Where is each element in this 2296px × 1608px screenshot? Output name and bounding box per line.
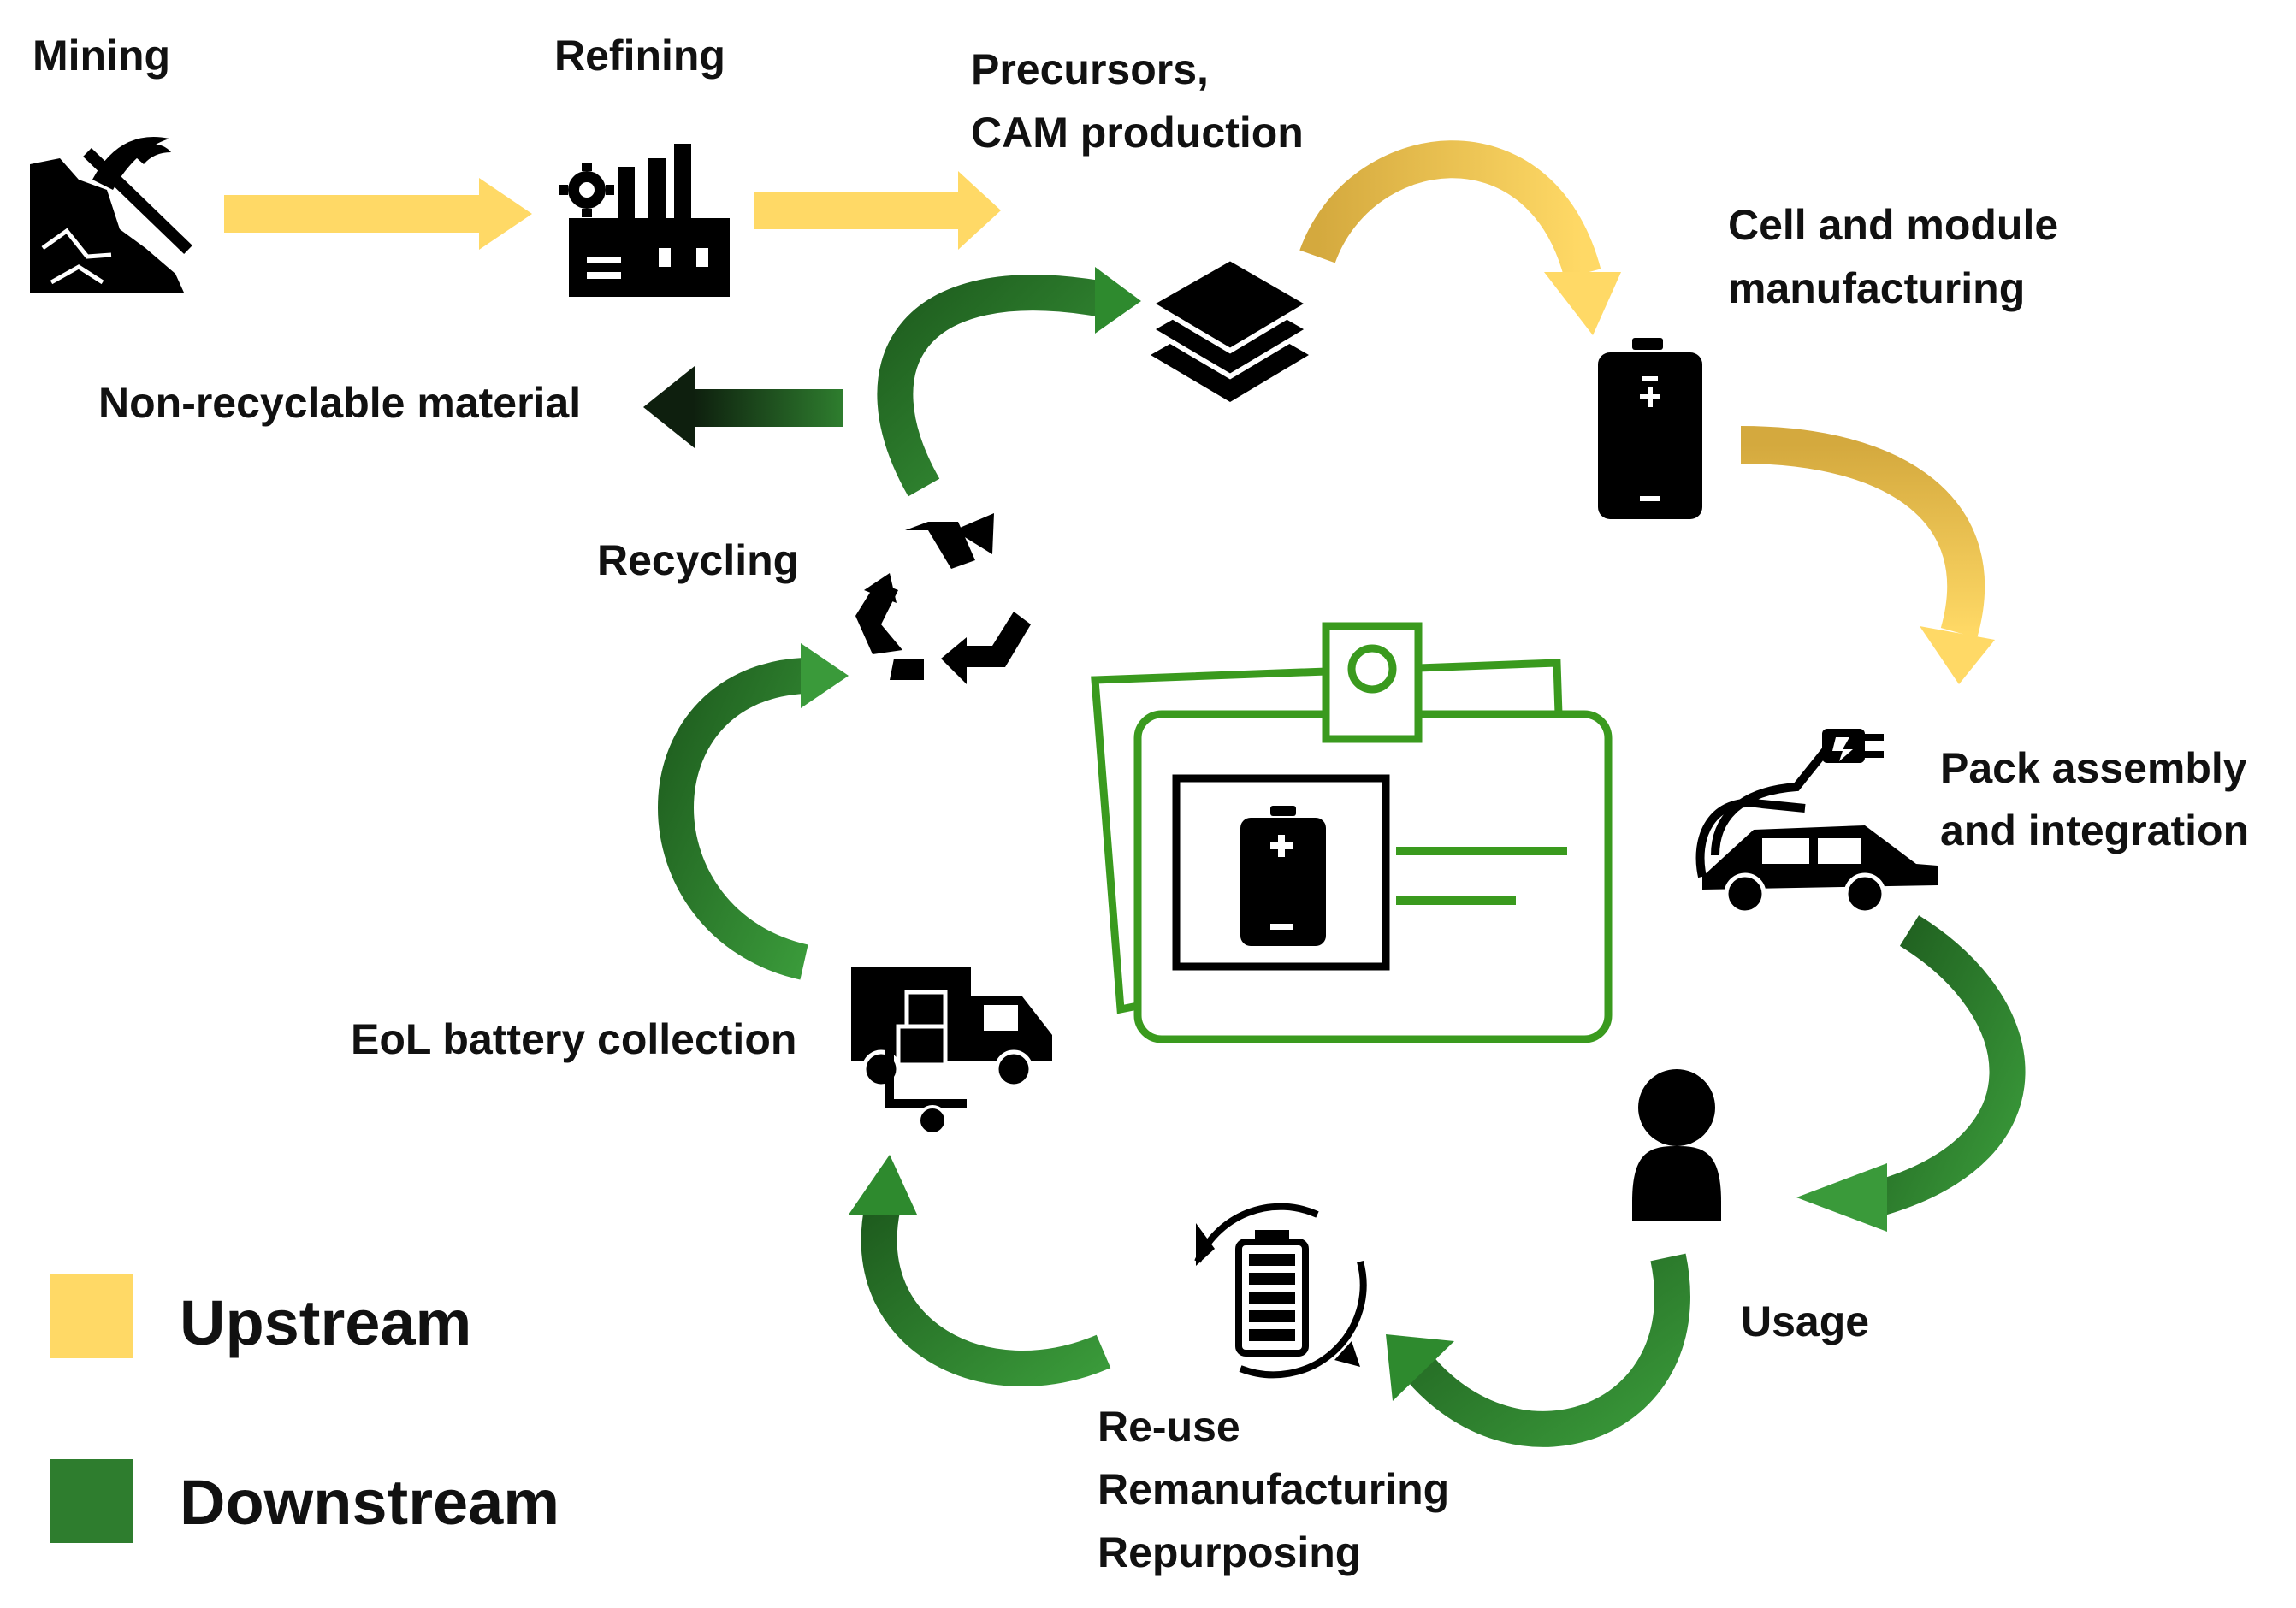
arrow-usage-to-reuse <box>1386 1253 1690 1447</box>
arrow-mining-to-refining <box>224 178 532 250</box>
battery-refresh-icon <box>1194 1203 1367 1379</box>
recycle-icon <box>855 513 1031 684</box>
arrow-pack-to-usage <box>1796 915 2026 1232</box>
label-cell-module: Cell and module manufacturing <box>1728 201 2058 312</box>
arrow-eol-to-recycling <box>658 643 849 980</box>
person-icon <box>1632 1069 1721 1221</box>
legend-downstream-label: Downstream <box>180 1467 559 1538</box>
label-precursors-line1: Precursors, <box>971 45 1209 93</box>
label-reuse: Re-use Remanufacturing Repurposing <box>1098 1403 1449 1576</box>
arrow-cell-to-pack <box>1740 426 1995 684</box>
label-mining: Mining <box>33 32 170 80</box>
label-pack-line2: and integration <box>1940 807 2249 854</box>
label-usage: Usage <box>1741 1298 1869 1345</box>
arrow-refining-to-precursors <box>754 171 1001 250</box>
delivery-truck-icon <box>851 967 1052 1136</box>
label-refining: Refining <box>554 32 725 80</box>
label-precursors-line2: CAM production <box>971 109 1304 157</box>
label-pack-line1: Pack assembly <box>1940 744 2247 792</box>
label-non-recyclable: Non-recyclable material <box>98 379 581 427</box>
label-eol: EoL battery collection <box>351 1015 796 1063</box>
electric-car-plug-icon <box>1695 729 1938 915</box>
label-reuse-line1: Re-use <box>1098 1403 1240 1451</box>
label-reuse-line3: Repurposing <box>1098 1528 1361 1576</box>
arrow-reuse-to-eol <box>849 1155 1111 1387</box>
label-recycling: Recycling <box>597 536 799 584</box>
arrow-precursors-to-cell <box>1299 140 1621 335</box>
factory-gear-icon <box>559 144 730 297</box>
layers-stack-icon <box>1145 255 1314 402</box>
arrow-recycling-to-precursors <box>877 267 1141 497</box>
pickaxe-rock-icon <box>30 137 192 293</box>
legend-upstream-label: Upstream <box>180 1287 471 1358</box>
legend: Upstream Downstream <box>50 1274 559 1543</box>
legend-downstream-swatch <box>50 1459 133 1543</box>
battery-cell-icon <box>1598 338 1702 519</box>
label-precursors: Precursors, CAM production <box>971 45 1304 157</box>
battery-passport-icon <box>1091 622 1613 1043</box>
label-cell-module-line2: manufacturing <box>1728 264 2025 312</box>
legend-upstream-swatch <box>50 1274 133 1358</box>
label-reuse-line2: Remanufacturing <box>1098 1465 1449 1513</box>
label-cell-module-line1: Cell and module <box>1728 201 2058 249</box>
label-pack: Pack assembly and integration <box>1940 744 2249 854</box>
arrow-non-recyclable <box>643 366 843 448</box>
